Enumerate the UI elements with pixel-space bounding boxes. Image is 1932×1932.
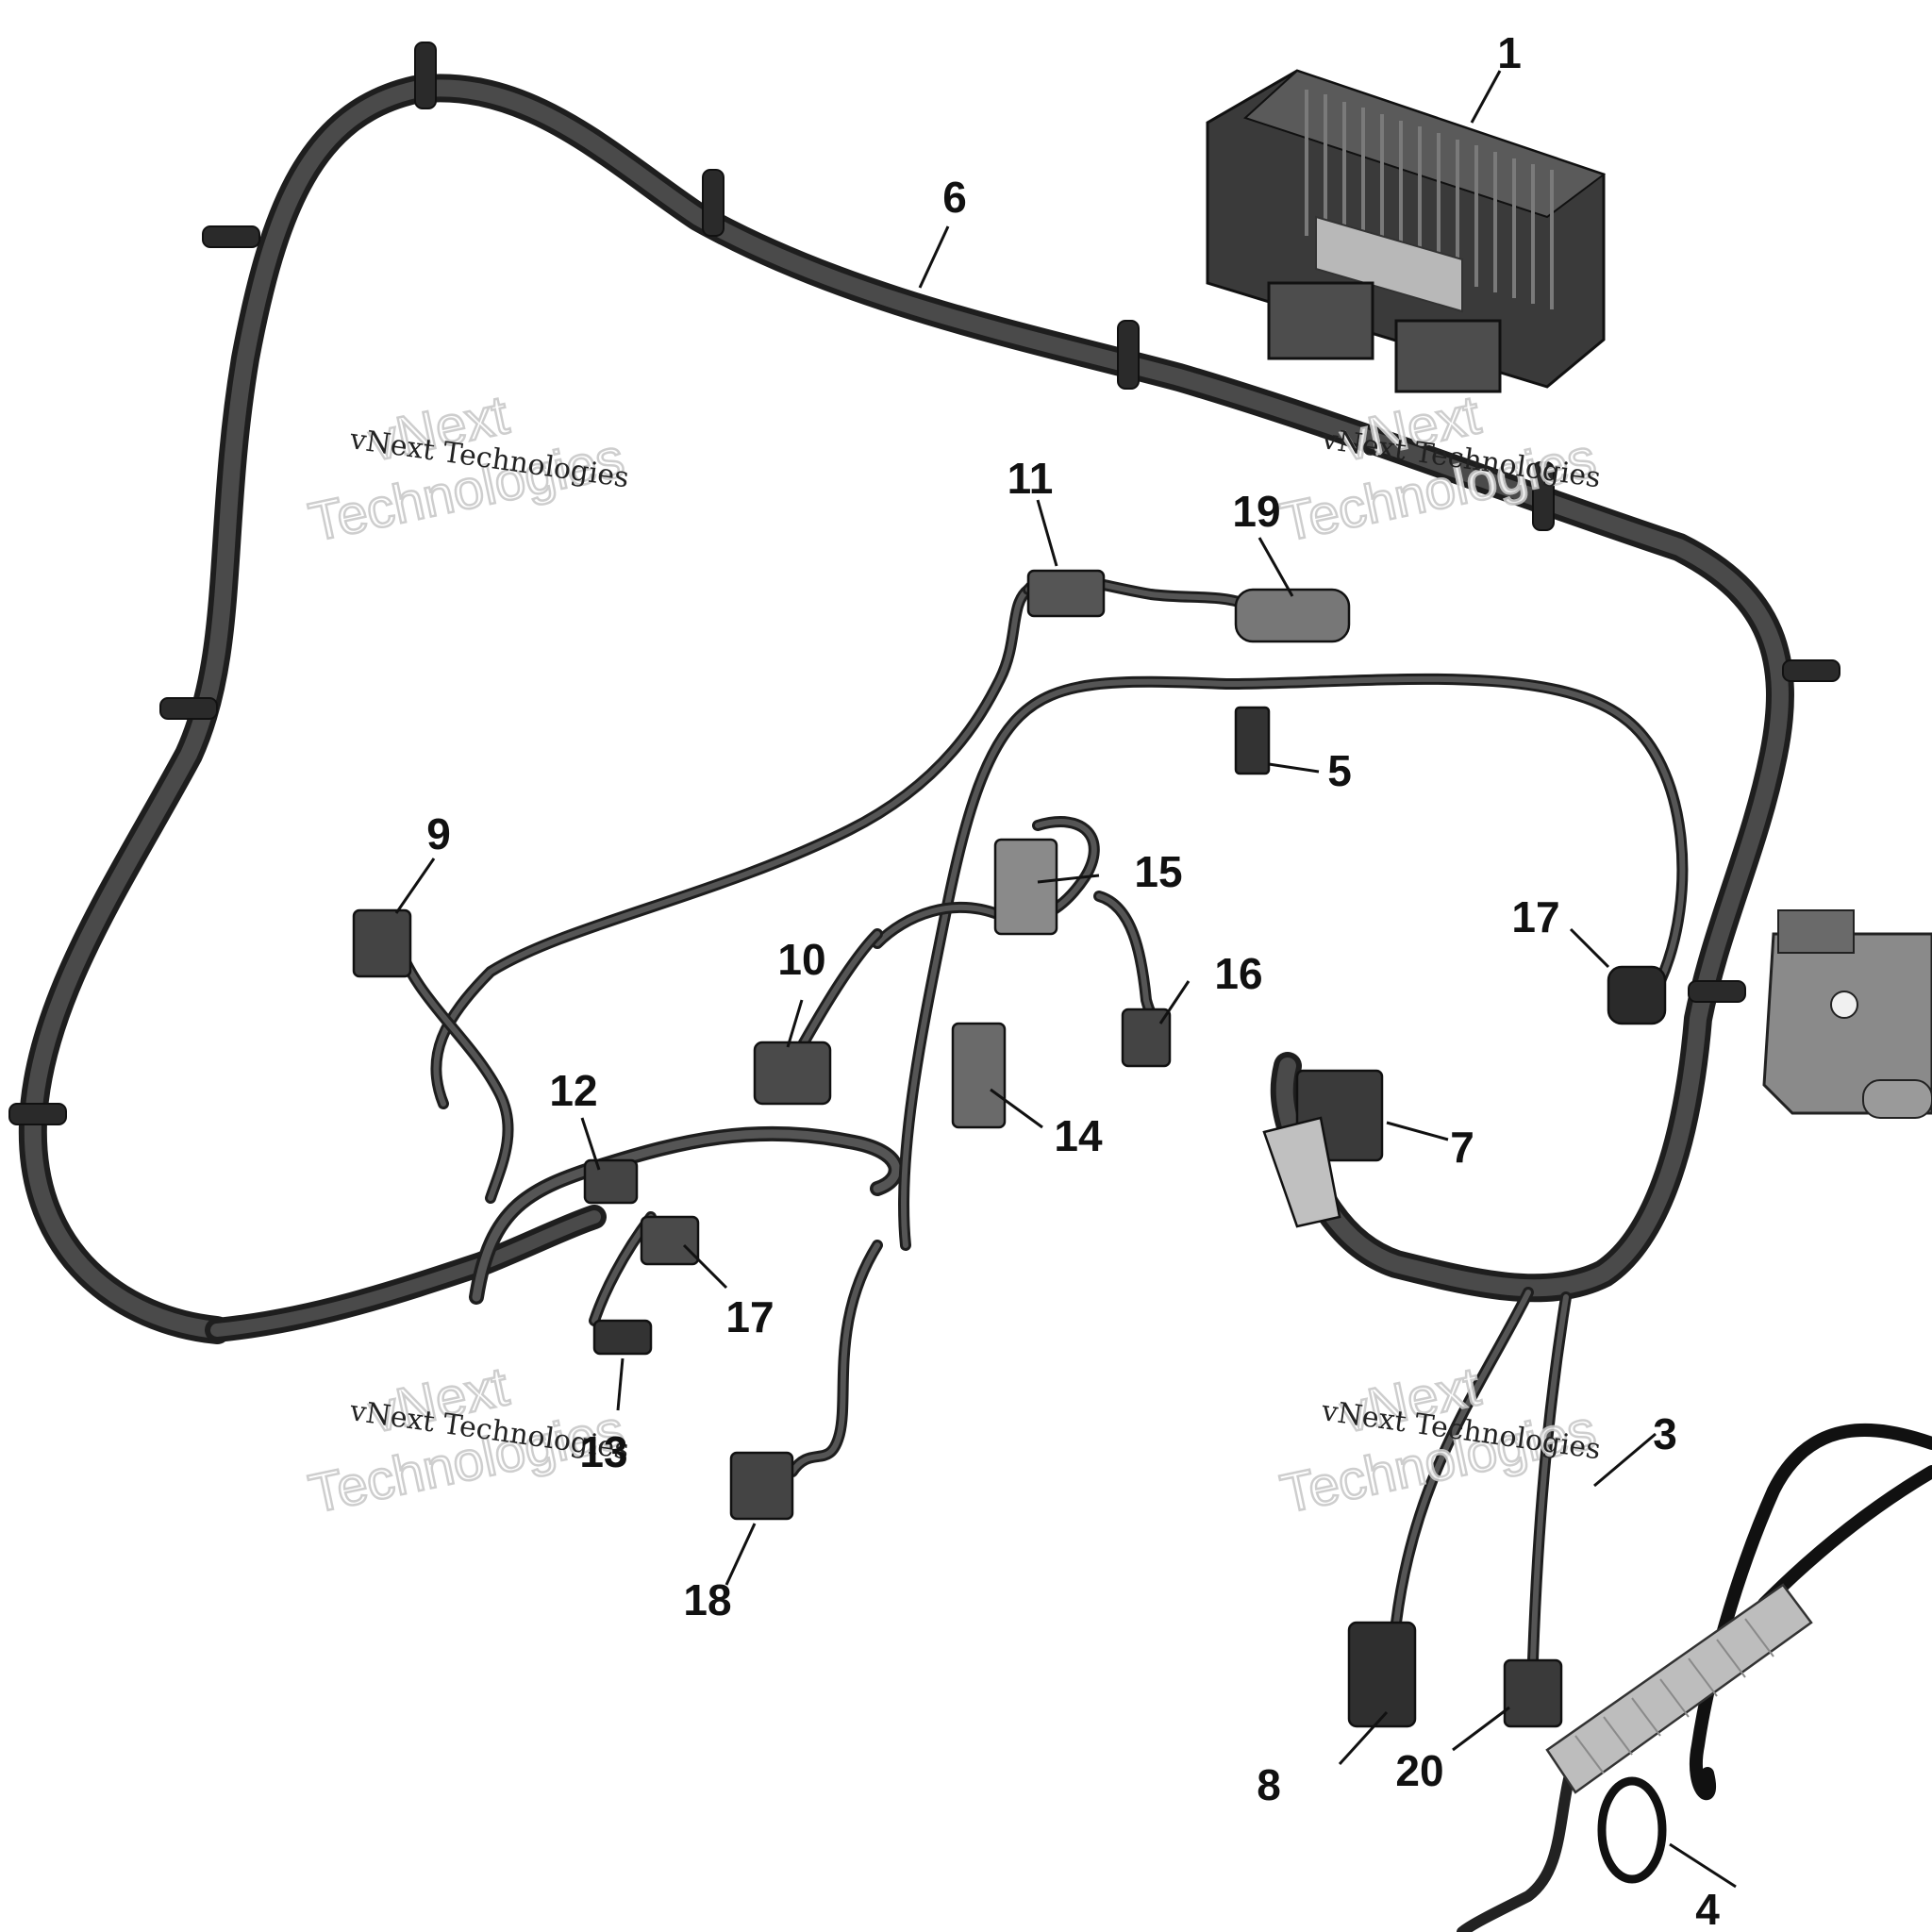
- connector-17-right: [1607, 965, 1667, 1025]
- callout-15: 15: [1134, 847, 1182, 896]
- connector-9: [352, 908, 412, 978]
- callout-17-right: 17: [1511, 892, 1559, 941]
- callout-7: 7: [1450, 1123, 1474, 1172]
- connector-14: [951, 1022, 1007, 1129]
- callout-11: 11: [1008, 454, 1054, 503]
- callout-19: 19: [1232, 487, 1280, 536]
- callout-1: 1: [1497, 28, 1522, 77]
- connector-20: [1503, 1658, 1563, 1728]
- connector-16: [1121, 1008, 1172, 1068]
- connector-17-left: [640, 1215, 700, 1266]
- leader-lines: [394, 70, 1737, 1889]
- callout-18: 18: [683, 1575, 731, 1624]
- callout-12: 12: [549, 1066, 597, 1115]
- connector-12: [583, 1158, 639, 1205]
- callout-8: 8: [1257, 1760, 1281, 1809]
- callout-numbers: 1 3 4 5 6 7 8 9 10 11 12 13 14 15 16 17 …: [426, 28, 1720, 1932]
- connector-19: [1234, 588, 1351, 643]
- connector-18: [729, 1451, 794, 1521]
- central-sub-harness: [391, 572, 1689, 1666]
- cable-tie-4: [1597, 1776, 1667, 1884]
- callout-17-left: 17: [725, 1292, 774, 1341]
- callout-13: 13: [579, 1427, 627, 1476]
- lower-right-harness: [1457, 1423, 1932, 1932]
- connectors: [352, 569, 1667, 1728]
- connector-5: [1234, 706, 1271, 775]
- connector-13: [592, 1319, 653, 1356]
- callout-16: 16: [1214, 949, 1262, 998]
- callout-3: 3: [1653, 1409, 1677, 1458]
- callout-14: 14: [1054, 1111, 1103, 1160]
- callout-6: 6: [942, 173, 967, 222]
- callout-5: 5: [1327, 746, 1352, 795]
- harness-clips: [8, 42, 1840, 1125]
- callout-10: 10: [777, 935, 825, 984]
- callout-9: 9: [426, 809, 451, 858]
- connector-10: [753, 1041, 832, 1106]
- callout-20: 20: [1395, 1746, 1443, 1795]
- connector-11: [1026, 569, 1106, 618]
- connector-15: [993, 838, 1058, 936]
- connector-8: [1347, 1621, 1417, 1728]
- right-side-module: [1762, 909, 1932, 1119]
- ecm-module: [1206, 69, 1607, 393]
- callout-4: 4: [1695, 1885, 1720, 1932]
